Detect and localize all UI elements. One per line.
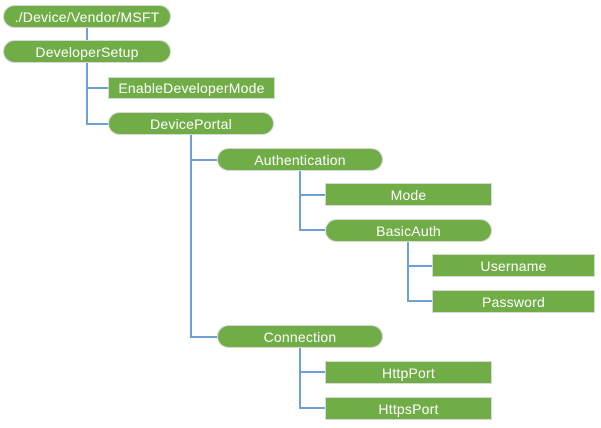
node-basic-auth: BasicAuth (325, 219, 492, 242)
connector-branch-username (407, 265, 432, 267)
connector-connection-trunk (299, 348, 301, 409)
node-mode: Mode (325, 183, 492, 206)
connector-branch-httpport (299, 371, 325, 373)
node-password: Password (432, 290, 595, 313)
node-developer-setup: DeveloperSetup (3, 40, 171, 63)
connector-branch-httpsport (299, 407, 325, 409)
node-connection: Connection (217, 325, 383, 348)
connector-branch-basicauth (299, 229, 325, 231)
connector-developersetup-trunk (86, 63, 88, 125)
connector-basicauth-trunk (407, 242, 409, 302)
connector-branch-enabledevelopermode (86, 87, 108, 89)
node-authentication: Authentication (217, 148, 383, 171)
connector-deviceportal-trunk (190, 135, 192, 338)
connector-authentication-trunk (299, 171, 301, 231)
connector-branch-connection (190, 336, 217, 338)
connector-branch-authentication (190, 159, 217, 161)
connector-branch-password (407, 300, 432, 302)
connector-root-developersetup (86, 28, 88, 40)
node-https-port: HttpsPort (325, 397, 492, 420)
node-root: ./Device/Vendor/MSFT (3, 5, 171, 28)
node-http-port: HttpPort (325, 361, 492, 384)
node-device-portal: DevicePortal (108, 112, 274, 135)
node-username: Username (432, 254, 595, 277)
connector-branch-mode (299, 194, 325, 196)
connector-branch-deviceportal (86, 123, 108, 125)
node-enable-developer-mode: EnableDeveloperMode (108, 77, 275, 99)
